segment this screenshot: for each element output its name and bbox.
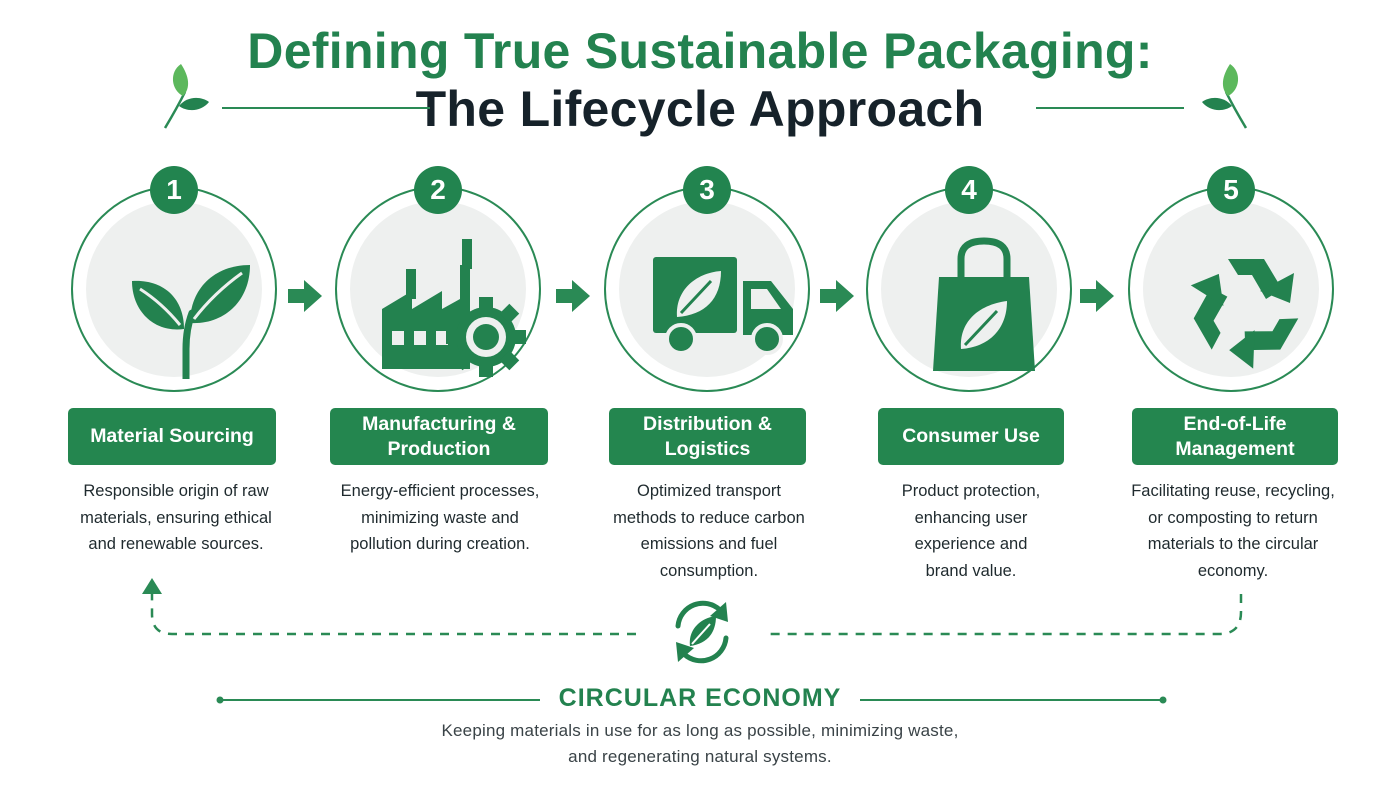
leaf-sprig-right-icon — [1202, 64, 1248, 129]
step-label: Consumer Use — [878, 408, 1064, 465]
arrow-right-icon — [1080, 280, 1114, 312]
step-description: Optimized transport methods to reduce ca… — [613, 482, 805, 580]
factory-gear-icon — [382, 239, 526, 377]
step-circle — [604, 186, 810, 392]
arrow-right-icon — [556, 280, 590, 312]
step-circle — [335, 186, 541, 392]
step-description: Energy-efficient processes, minimizing w… — [340, 482, 540, 553]
step-description: Responsible origin of raw materials, ens… — [80, 482, 272, 553]
step-manufacturing: 2 Manufacturing & Production Energy-effi… — [305, 0, 575, 600]
leaf-sprig-left-icon — [163, 64, 209, 129]
step-description: Facilitating reuse, recycling, or compos… — [1131, 482, 1335, 580]
step-material-sourcing: 1 Material Sourcing Responsible origin o… — [41, 0, 311, 600]
circular-economy-title: CIRCULAR ECONOMY — [558, 684, 842, 712]
title-divider-right — [1036, 107, 1184, 109]
step-label: End-of-Life Management — [1132, 408, 1338, 465]
recycle-icon — [1190, 259, 1299, 369]
step-number-badge: 3 — [683, 166, 731, 214]
step-end-of-life: 5 End-of-Life Management Facilitating re… — [1098, 0, 1368, 600]
shopping-bag-icon — [933, 237, 1035, 371]
title-line-2: The Lifecycle Approach — [415, 81, 985, 137]
step-description: Product protection, enhancing user exper… — [901, 482, 1041, 580]
sprout-icon — [132, 265, 250, 379]
step-circle — [71, 186, 277, 392]
step-label: Material Sourcing — [68, 408, 276, 465]
step-number-badge: 5 — [1207, 166, 1255, 214]
arrow-right-icon — [288, 280, 322, 312]
step-label: Distribution & Logistics — [609, 408, 806, 465]
step-circle — [866, 186, 1072, 392]
title-line-1: Defining True Sustainable Packaging: — [247, 23, 1153, 79]
step-distribution: 3 Distribution & Logistics Optimized tra… — [574, 0, 844, 600]
step-number-badge: 1 — [150, 166, 198, 214]
step-consumer-use: 4 Consumer Use Product protection, enhan… — [836, 0, 1106, 600]
step-number-badge: 4 — [945, 166, 993, 214]
arrow-right-icon — [820, 280, 854, 312]
step-label: Manufacturing & Production — [330, 408, 548, 465]
step-number-badge: 2 — [414, 166, 462, 214]
cycle-leaf-icon — [675, 600, 729, 664]
delivery-truck-icon — [653, 257, 793, 355]
step-circle — [1128, 186, 1334, 392]
title-divider-left — [222, 107, 430, 109]
circular-economy-description: Keeping materials in use for as long as … — [441, 721, 959, 766]
